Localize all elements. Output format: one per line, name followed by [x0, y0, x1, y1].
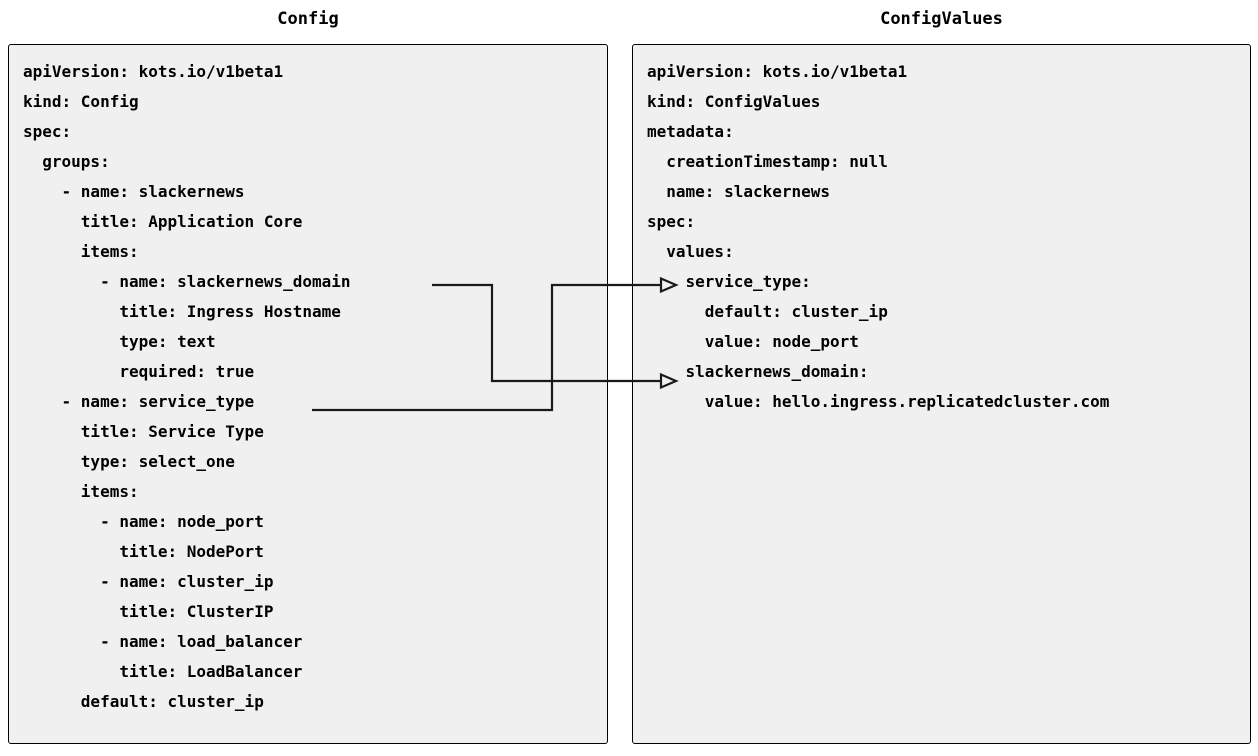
config-yaml-code: apiVersion: kots.io/v1beta1 kind: Config… — [23, 62, 351, 711]
right-panel-title: ConfigValues — [880, 9, 1003, 29]
configvalues-yaml-code: apiVersion: kots.io/v1beta1 kind: Config… — [647, 62, 1110, 411]
left-panel-title: Config — [277, 9, 339, 29]
config-yaml-panel: apiVersion: kots.io/v1beta1 kind: Config… — [8, 44, 608, 744]
configvalues-yaml-panel: apiVersion: kots.io/v1beta1 kind: Config… — [632, 44, 1251, 744]
